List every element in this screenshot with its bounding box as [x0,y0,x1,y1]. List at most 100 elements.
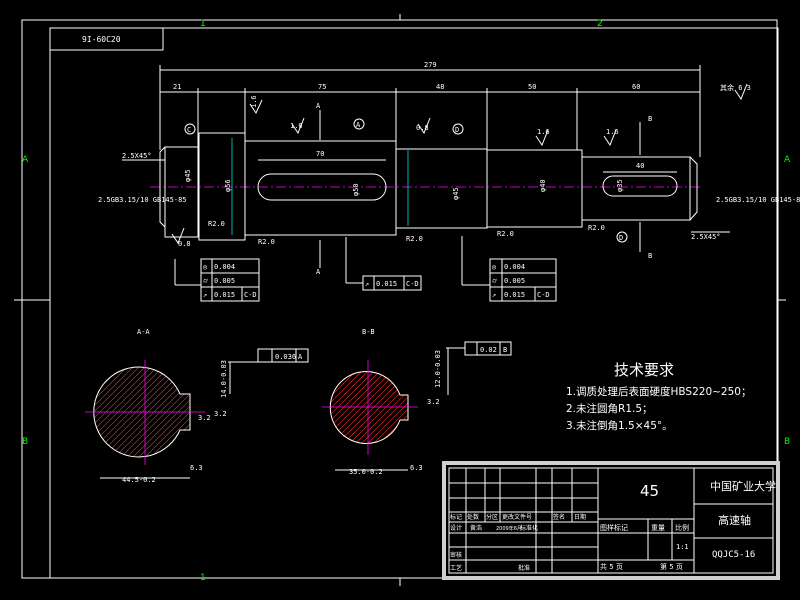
keyway-right [602,175,678,197]
drawing-code: 9I-60C20 [82,35,121,44]
row-standard: 标准化 [520,524,538,532]
inner-border [49,27,779,579]
tech-req-item-2: 2.未注圆角R1.5； [566,402,653,415]
gdt-mid-frame [345,237,422,291]
dim-total: 279 [424,61,437,69]
gdt-right-val-2: 0.005 [504,277,525,285]
title-scale-header: 比例 [675,523,689,532]
zone-label-left-a: A [22,155,29,165]
title-part-name: 高速轴 [718,513,751,527]
section-b-title: B-B [362,328,375,336]
section-a-view [85,360,258,479]
section-a-title: A-A [137,328,150,336]
tech-req-item-3: 3.未注倒角1.5×45°。 [566,419,673,432]
keyway-left [257,173,387,201]
gdt-right-ref-3: C-D [537,291,550,299]
gdt-left-val-2: 0.005 [214,277,235,285]
dia-right: φ40 [539,179,547,192]
section-marker-a-bottom: A [316,268,321,276]
section-b-rough-1: 3.2 [427,398,440,406]
section-b-depth: 12.0-0.03 [434,350,442,388]
row-design-name: 黄浩 [470,524,482,532]
section-b-width: 35.0-0.2 [349,468,383,476]
dim-75: 75 [318,83,326,91]
row-review: 审核 [450,551,462,559]
zone-label-top-1: 1 [200,19,206,29]
gdt-mid-val: 0.015 [376,280,397,288]
center-hole-right: 2.5GB3.15/10 GB145-85 [716,196,800,204]
rev-col-sign: 签名 [553,513,565,521]
rough-1-6-d: 1.6 [606,128,619,136]
datum-d: D [455,126,459,134]
dim-50: 50 [528,83,536,91]
fillet-1: R2.0 [208,220,225,228]
drawing-code-box [49,27,164,51]
fillet-5: R2.0 [588,224,605,232]
dia-bearing: φ56 [224,179,232,192]
rev-col-count: 处数 [467,513,479,521]
section-marker-a-top: A [316,102,321,110]
fillet-3: R2.0 [406,235,423,243]
rough-1-6-b: 1.6 [290,122,303,130]
section-a-rough-2: 3.2 [214,410,227,418]
row-approve: 批准 [518,564,530,572]
row-design-date: 2009年6月 [496,525,522,532]
datum-c: C [187,126,191,134]
section-a-datum: A [298,353,303,361]
gdt-mid-sym: ↗ [365,280,369,288]
rough-0-8-b: 0.8 [416,124,429,132]
section-a-rough-1: 3.2 [198,414,211,422]
title-scale: 1:1 [676,543,689,551]
gdt-right-sym-3: ↗ [492,291,496,299]
gdt-left-sym-3: ↗ [203,291,207,299]
gdt-right-frame [461,236,557,302]
remaining-roughness: 其余 6.3 [720,83,751,92]
dim-70: 70 [316,150,324,158]
section-a-depth: 14.0-0.03 [220,360,228,398]
rev-col-zone: 分区 [486,513,498,521]
gdt-right-sym-2: ⌭ [492,277,497,285]
fillet-4: R2.0 [497,230,514,238]
section-marker-b-top: B [648,115,652,123]
row-process: 工艺 [450,564,462,572]
title-sheet-no: 第 5 页 [660,562,683,571]
rough-0-8-a: 0.8 [178,240,191,248]
gdt-right-val-1: 0.004 [504,263,525,271]
section-a-rough-3: 6.3 [190,464,203,472]
tech-req-title: 技术要求 [614,361,674,379]
gdt-left-sym-1: ◎ [203,263,208,271]
datum-a-marker [353,118,365,130]
zone-label-bottom-1: 1 [200,573,206,583]
dia-left: φ45 [184,169,192,182]
roughness-marks [171,83,748,245]
title-material: 45 [640,482,659,500]
chamfer-right: 2.5X45° [691,233,721,241]
section-b-tol: 0.02 [480,346,497,354]
title-school: 中国矿业大学 [710,479,776,493]
datum-a: A [356,121,361,129]
title-block [442,461,780,580]
dimensions [159,65,701,173]
title-weight-header: 重量 [651,524,665,532]
rev-col-date: 日期 [574,513,586,521]
datum-d2: D [619,234,623,242]
dim-40: 40 [636,162,644,170]
rev-col-file: 更改文件号 [502,513,532,521]
gdt-right-val-3: 0.015 [504,291,525,299]
section-b-rough-2: 6.3 [410,464,423,472]
row-design-label: 设计 [450,524,462,532]
gdt-left-sym-2: ⌭ [203,277,208,285]
dia-key: φ50 [352,183,360,196]
gdt-left-val-1: 0.004 [214,263,235,271]
rough-1-6-a: 1.6 [250,95,258,108]
dim-48: 48 [436,83,444,91]
zone-label-left-b: B [22,437,28,447]
dia-end: φ35 [616,179,624,192]
rev-col-mark: 标记 [450,513,462,521]
section-a-tol-frame [257,348,309,363]
section-a-width: 44.5-0.2 [122,476,156,484]
center-hole-left: 2.5GB3.15/10 GB145-85 [98,196,187,204]
zone-label-right-b: B [784,437,790,447]
